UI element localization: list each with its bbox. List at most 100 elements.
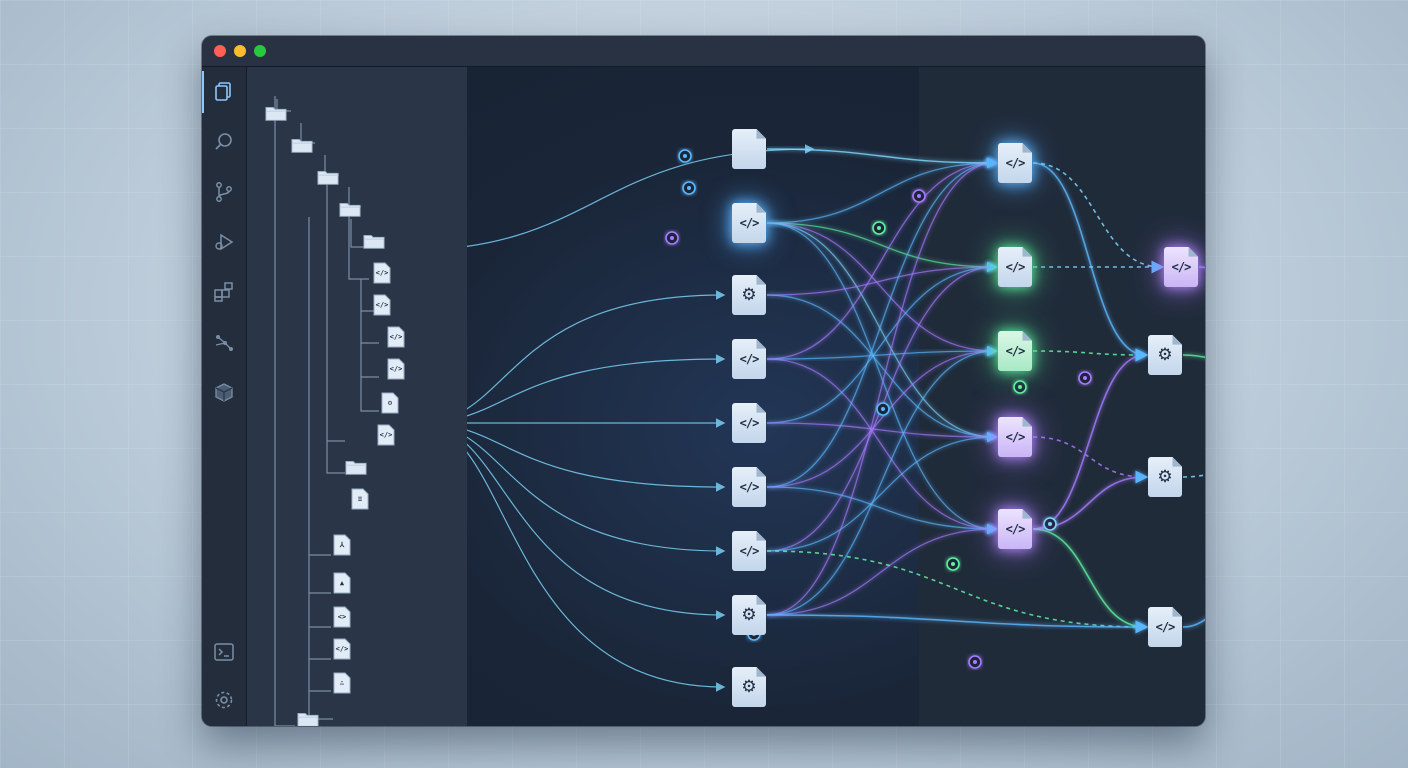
- edge-badge-dot: [917, 194, 921, 198]
- code-file-node[interactable]: </>: [998, 247, 1032, 287]
- edge-badge-dot: [683, 154, 687, 158]
- folder-icon[interactable]: [317, 166, 339, 188]
- source-control-icon[interactable]: [211, 179, 237, 205]
- code-file-icon[interactable]: </>: [385, 326, 407, 348]
- folder-icon[interactable]: [297, 708, 319, 726]
- extensions-icon[interactable]: [211, 279, 237, 305]
- pdf-file-icon[interactable]: ⅄: [331, 534, 353, 556]
- terminal-icon[interactable]: [211, 639, 237, 665]
- code-file-icon[interactable]: </>: [371, 294, 393, 316]
- code-file-node[interactable]: </>: [1164, 247, 1198, 287]
- folder-icon[interactable]: [363, 230, 385, 252]
- code-file-icon[interactable]: </>: [371, 262, 393, 284]
- edge-badge-dot: [881, 407, 885, 411]
- dependency-edge: [1032, 162, 1149, 362]
- node-label: </>: [739, 352, 760, 366]
- tree-item-glyph: </>: [375, 269, 389, 277]
- code-file-node[interactable]: </>: [732, 531, 766, 571]
- dependency-edge: [1198, 266, 1205, 269]
- edge-badge-dot: [1083, 376, 1087, 380]
- settings-icon[interactable]: [211, 687, 237, 713]
- asset-file-icon[interactable]: ▲: [331, 572, 353, 594]
- config-node[interactable]: ⚙: [732, 275, 766, 315]
- code-file-node[interactable]: </>: [998, 417, 1032, 457]
- code-file-node[interactable]: </>: [998, 331, 1032, 371]
- config-node[interactable]: ⚙: [1148, 457, 1182, 497]
- code-file-node[interactable]: [732, 129, 766, 169]
- node-label: </>: [1171, 260, 1192, 274]
- explorer-link-edge: [467, 290, 726, 410]
- code-file-node[interactable]: </>: [732, 203, 766, 243]
- dependency-edge: [766, 345, 998, 488]
- dependency-edge: [766, 222, 998, 535]
- config-node[interactable]: ⚙: [732, 667, 766, 707]
- dependency-edge: [766, 157, 998, 488]
- folder-code-icon[interactable]: <>: [331, 606, 353, 628]
- explorer-link-edge: [467, 429, 726, 492]
- node-label: ⚙: [1157, 467, 1173, 487]
- code-file-node[interactable]: </>: [732, 339, 766, 379]
- code-file-node[interactable]: </>: [1148, 607, 1182, 647]
- dependency-edge: [766, 358, 998, 535]
- dependency-edge: [766, 431, 998, 552]
- files-icon[interactable]: [202, 71, 237, 113]
- edge-badge-dot: [1018, 385, 1022, 389]
- node-label: ⚙: [741, 677, 757, 697]
- edge-badge-dot: [1048, 522, 1052, 526]
- dependency-edge: [1032, 528, 1149, 634]
- dependency-edge: [766, 550, 1149, 634]
- title-bar: [202, 36, 1205, 67]
- node-label: ⚙: [741, 605, 757, 625]
- run-debug-icon[interactable]: [211, 229, 237, 255]
- maximize-window-button[interactable]: [254, 45, 266, 57]
- node-label: ⚙: [1157, 345, 1173, 365]
- node-label: </>: [1005, 522, 1026, 536]
- explorer-link-edge: [467, 354, 726, 417]
- text-file-icon[interactable]: ≡: [349, 488, 371, 510]
- edge-badge-dot: [973, 660, 977, 664]
- edge-badge-dot: [687, 186, 691, 190]
- config-node[interactable]: ⚙: [1148, 335, 1182, 375]
- dependency-edge: [766, 523, 998, 616]
- minimize-window-button[interactable]: [234, 45, 246, 57]
- config-node[interactable]: ⚙: [732, 595, 766, 635]
- file-explorer: </> </> </> </> ⚙ </> ≡ ⅄ ▲ <> </> ∴: [247, 67, 467, 726]
- config-file-icon[interactable]: ⚙: [379, 392, 401, 414]
- tree-item-glyph: </>: [379, 431, 393, 439]
- code-file-icon[interactable]: </>: [385, 358, 407, 380]
- code-file-node[interactable]: </>: [732, 467, 766, 507]
- tree-item-glyph: ∴: [339, 679, 345, 687]
- code-file-node[interactable]: </>: [732, 403, 766, 443]
- code-file-node[interactable]: </>: [998, 143, 1032, 183]
- dependency-edge: [1032, 348, 1149, 362]
- tree-item-glyph: </>: [335, 645, 349, 653]
- dependency-edge: [1182, 354, 1205, 359]
- tree-item-glyph: ⚙: [387, 399, 393, 407]
- dependency-edge: [1032, 436, 1149, 484]
- graph-file-icon[interactable]: ∴: [331, 672, 353, 694]
- explorer-link-edge: [467, 443, 726, 620]
- dependency-edge: [766, 261, 998, 424]
- search-icon[interactable]: [211, 129, 237, 155]
- close-window-button[interactable]: [214, 45, 226, 57]
- tree-item-glyph: <>: [337, 613, 347, 621]
- tree-item-glyph: </>: [389, 333, 403, 341]
- folder-icon[interactable]: [291, 134, 313, 156]
- folder-icon[interactable]: [339, 198, 361, 220]
- dependency-edge: [766, 345, 998, 616]
- node-label: ⚙: [741, 285, 757, 305]
- dependency-edge: [766, 422, 998, 443]
- code-file-node[interactable]: </>: [998, 509, 1032, 549]
- explorer-link-edge: [467, 436, 726, 556]
- node-label: </>: [1005, 156, 1026, 170]
- dependency-edge: [1182, 474, 1205, 478]
- folder-icon[interactable]: [265, 102, 287, 124]
- graph-icon[interactable]: [211, 329, 237, 355]
- folder-code-icon[interactable]: </>: [331, 638, 353, 660]
- edge-badge-dot: [877, 226, 881, 230]
- edge-badge-dot: [670, 236, 674, 240]
- code-file-icon[interactable]: </>: [375, 424, 397, 446]
- folder-icon[interactable]: [345, 456, 367, 478]
- dependency-edge: [766, 222, 998, 273]
- package-icon[interactable]: [211, 379, 237, 405]
